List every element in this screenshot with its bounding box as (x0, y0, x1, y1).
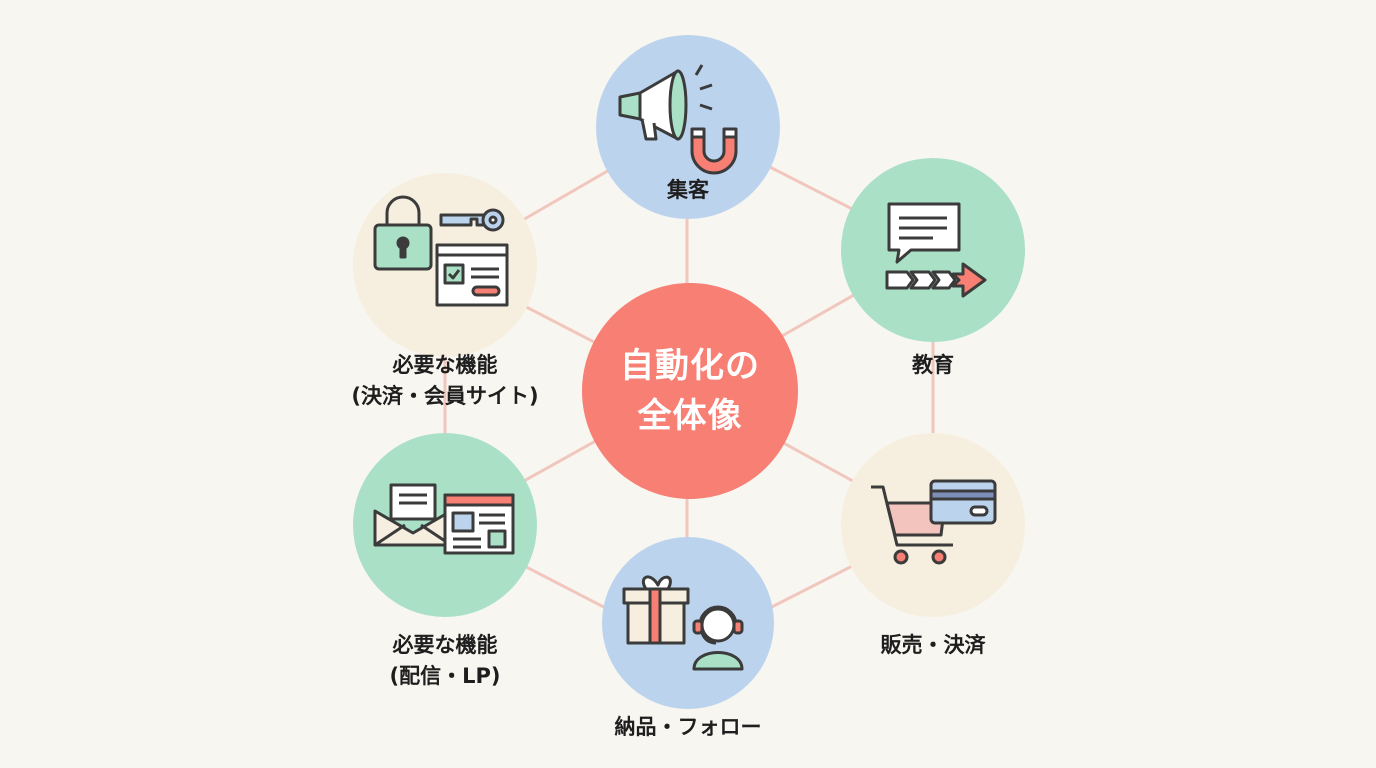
arrow-steps-icon (885, 262, 987, 298)
node-delivery (602, 537, 774, 709)
node-attract: 集客 (596, 35, 780, 219)
label-attract: 集客 (667, 178, 709, 202)
label-delivery-system-line2: (配信・LP) (389, 664, 501, 688)
center-title-line2: 全体像 (637, 396, 743, 436)
credit-card-icon (929, 479, 997, 525)
label-educate: 教育 (912, 353, 954, 377)
label-membership-system-line2: (決済・会員サイト) (351, 384, 539, 408)
web-page-icon (443, 493, 515, 555)
chat-bubble-icon (887, 202, 961, 264)
magnet-icon (690, 127, 738, 175)
gift-box-icon (622, 575, 690, 645)
label-delivery-system: 必要な機能 (配信・LP) (325, 630, 565, 692)
node-delivery-system (353, 433, 537, 617)
label-membership-system: 必要な機能 (決済・会員サイト) (305, 350, 585, 412)
megaphone-icon (618, 64, 713, 141)
headset-operator-icon (692, 605, 744, 671)
key-icon (439, 208, 505, 232)
label-sales: 販売・決済 (880, 633, 986, 657)
envelope-icon (373, 483, 453, 547)
login-form-icon (435, 243, 509, 307)
label-membership-system-line1: 必要な機能 (392, 353, 498, 377)
center-circle: 自動化の 全体像 (582, 283, 798, 499)
node-sales (841, 433, 1025, 617)
center-title-line1: 自動化の (620, 346, 760, 386)
shopping-cart-icon (871, 485, 953, 565)
label-delivery: 納品・フォロー (614, 715, 762, 739)
node-educate (841, 158, 1025, 342)
padlock-icon (373, 195, 433, 271)
label-delivery-system-line1: 必要な機能 (392, 633, 498, 657)
node-membership-system (353, 173, 537, 357)
